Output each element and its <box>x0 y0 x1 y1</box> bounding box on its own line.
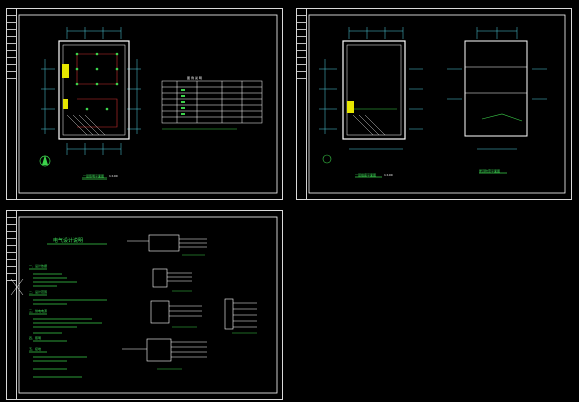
title-block-strip <box>7 211 17 399</box>
title-block-strip <box>297 9 307 199</box>
notes-section-4: 四、照明 <box>29 336 42 340</box>
sheet-1-title-label: 一层照明平面图 <box>83 174 105 178</box>
lighting-plan-drawing <box>18 14 278 194</box>
notes-section-3: 三、供电电源 <box>29 309 48 313</box>
design-notes-heading: 电气设计说明 <box>53 238 84 244</box>
drawing-sheet-1[interactable]: 一层照明平面图 1:100 图 例 说 明 <box>6 8 283 200</box>
sheet-2-scale: 1:100 <box>384 173 393 177</box>
sheet-2-roof-title-label: 屋顶防雷平面图 <box>479 169 501 173</box>
drawing-sheet-2[interactable]: 一层插座平面图 1:100 屋顶防雷平面图 <box>296 8 572 200</box>
title-block-strip <box>7 9 17 199</box>
design-notes-drawing <box>10 216 278 394</box>
notes-section-1: 一、设计依据 <box>29 264 48 268</box>
sheet-1-scale: 1:100 <box>109 174 118 178</box>
legend-table-title: 图 例 说 明 <box>187 76 202 80</box>
notes-section-5: 五、接地 <box>29 347 42 351</box>
socket-and-roof-plan-drawing <box>308 14 566 194</box>
drawing-sheet-3[interactable]: 电气设计说明 一、设计依据 二、设计范围 三、供电电源 四、照明 五、接地 <box>6 210 283 400</box>
sheet-2-title-label: 一层插座平面图 <box>355 173 377 177</box>
notes-section-2: 二、设计范围 <box>29 290 48 294</box>
